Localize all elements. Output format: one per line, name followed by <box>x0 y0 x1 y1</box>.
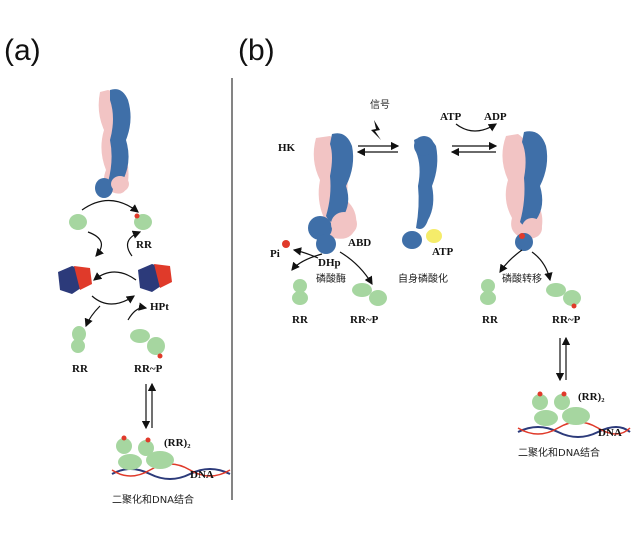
rr2-label-b: (RR)₂ <box>578 391 605 403</box>
panel-b-label: (b) <box>238 34 275 67</box>
arc-arrow <box>531 251 553 282</box>
rr-left-b <box>292 279 308 305</box>
phosphatase-label: 磷酸酶 <box>316 272 346 285</box>
rr-p-right-b <box>546 283 581 309</box>
rr-p-a <box>130 329 165 359</box>
arc-arrow <box>81 199 139 213</box>
hk-protein-right <box>502 131 548 251</box>
rr2-label-a: (RR)₂ <box>164 437 191 449</box>
rr-top-label-a: RR <box>136 239 153 251</box>
hk-protein-a <box>95 89 131 198</box>
rr-dimer-dna-a <box>111 435 231 480</box>
rr-left-label: RR <box>292 314 309 326</box>
hpt-protein-right <box>138 264 172 292</box>
arc-arrow <box>126 230 142 257</box>
arc-arrow <box>499 249 523 273</box>
rr-label-a: RR <box>72 363 89 375</box>
hpt-label: HPt <box>150 301 169 313</box>
rr-p-left-b <box>352 283 387 306</box>
caption-a: 二聚化和DNA结合 <box>112 493 194 506</box>
dna-label-a: DNA <box>190 469 214 481</box>
hpt-protein-left <box>58 266 92 294</box>
dna-label-b: DNA <box>598 427 622 439</box>
arc-arrow <box>291 253 323 271</box>
pi-dot <box>282 240 290 248</box>
rr-dimer-dna-b <box>517 391 631 438</box>
hk-label: HK <box>278 142 296 154</box>
hk-protein-left <box>308 133 357 254</box>
arc-arrow <box>339 251 373 286</box>
arc-arrow <box>292 247 319 259</box>
rr-right-label: RR <box>482 314 499 326</box>
signal-label: 信号 <box>370 99 390 111</box>
atp-mid-label: ATP <box>432 246 453 258</box>
rr-right-b <box>480 279 496 305</box>
rr-p-label-a: RR~P <box>134 363 163 375</box>
arc-arrow <box>87 231 104 257</box>
panel-a-label: (a) <box>4 34 41 67</box>
hk-protein-middle <box>402 136 442 249</box>
arc-arrow <box>93 271 137 281</box>
adp-top-label: ADP <box>484 111 507 123</box>
transfer-label: 磷酸转移 <box>502 272 542 285</box>
abd-label: ABD <box>348 237 371 249</box>
lightning-icon <box>371 120 381 140</box>
arc-arrow <box>127 302 148 321</box>
rr-a <box>71 326 86 353</box>
pi-label: Pi <box>270 248 280 260</box>
atp-top-label: ATP <box>440 111 461 123</box>
arc-arrow <box>91 295 135 305</box>
arc-arrow <box>84 305 101 328</box>
autophos-label: 自身磷酸化 <box>398 272 448 285</box>
rr-top-a <box>69 213 152 230</box>
rrp-left-label: RR~P <box>350 314 379 326</box>
dhp-label: DHp <box>318 257 341 269</box>
caption-b: 二聚化和DNA结合 <box>518 446 600 459</box>
atp-adp-arrow <box>455 123 498 132</box>
rrp-right-label: RR~P <box>552 314 581 326</box>
